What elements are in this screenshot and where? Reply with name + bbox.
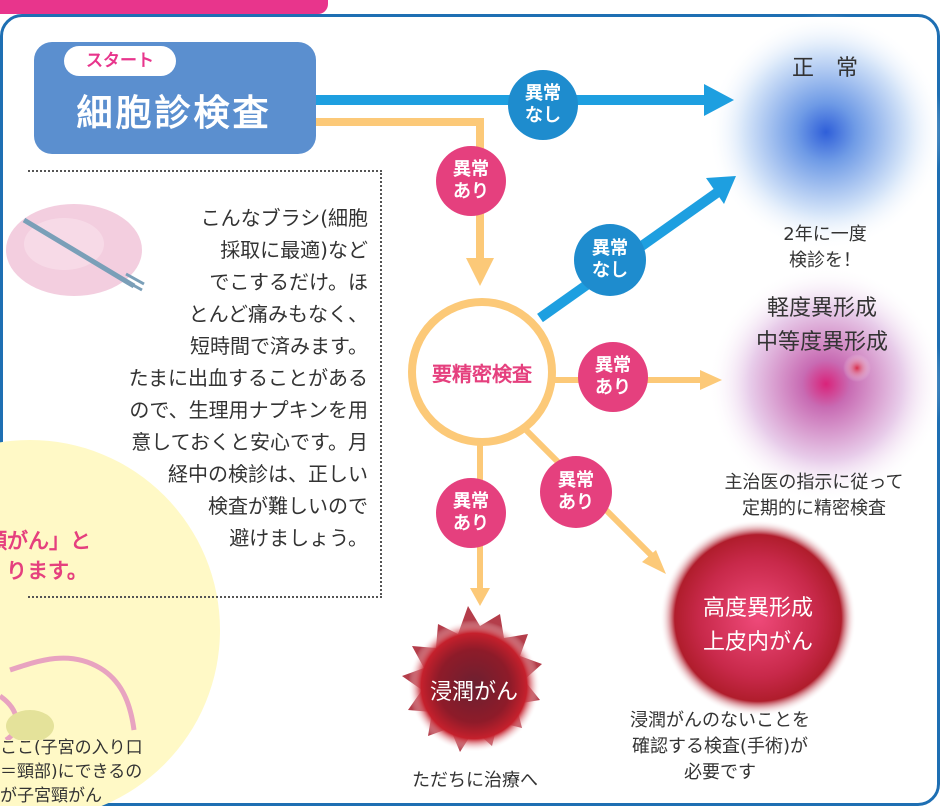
- description-line: 避けましょう。: [229, 526, 368, 550]
- mild-note-line1: 主治医の指示に従って: [724, 472, 904, 493]
- side-panel-heading: 頸がん」と ります。: [0, 526, 91, 586]
- severe-title-line2: 上皮内がん: [702, 630, 813, 655]
- severe-note-line1: 浸潤がんのないことを: [630, 710, 810, 731]
- invasive-note: ただちに治療へ: [412, 770, 538, 791]
- side-panel-caption: ここ(子宮の入り口 ＝頸部)にできるの が子宮頸がん: [0, 736, 143, 806]
- side-panel-line1: 頸がん」と: [0, 529, 91, 553]
- mild-small-spot: [843, 354, 871, 382]
- side-caption-line1: ここ(子宮の入り口: [0, 738, 143, 758]
- normal-title: 正 常: [791, 56, 858, 81]
- mild-note: 主治医の指示に従って 定期的に精密検査: [694, 470, 934, 522]
- description-line: でこするだけ。ほ: [209, 270, 368, 294]
- review-label: 要精密検査: [432, 362, 532, 386]
- description-line: ので、生理用ナプキンを用: [129, 398, 368, 422]
- badge-abnormal-right-down: 異常 あり: [540, 456, 612, 528]
- badge-text: 異常: [453, 159, 489, 180]
- badge-text: なし: [592, 260, 628, 281]
- invasive-glow: [408, 620, 540, 752]
- badge-text: あり: [595, 377, 631, 398]
- badge-text: あり: [558, 492, 594, 513]
- description-box: [28, 170, 382, 598]
- start-badge: スタート: [64, 46, 176, 76]
- uterus-illustration: [0, 655, 137, 740]
- badge-text: 異常: [558, 470, 594, 491]
- mild-title-line2: 中等度異形成: [755, 330, 888, 355]
- description-line: 意しておくと安心です。月: [131, 430, 368, 454]
- side-caption-line2: ＝頸部)にできるの: [0, 762, 143, 782]
- badge-text: なし: [525, 105, 561, 126]
- severe-note: 浸潤がんのないことを 確認する検査(手術)が 必要です: [620, 708, 820, 786]
- start-title: 細胞診検査: [76, 93, 272, 134]
- brush-illustration: [6, 204, 145, 296]
- severe-note-line3: 必要です: [684, 762, 756, 783]
- mild-note-line2: 定期的に精密検査: [742, 498, 886, 519]
- description-line: こんなブラシ(細胞: [200, 206, 368, 230]
- badge-text: 異常: [595, 355, 631, 376]
- description-line: 検査が難しいので: [208, 494, 368, 518]
- description-text: こんなブラシ(細胞 採取に最適)など でこするだけ。ほ とんど痛みもなく、 短時…: [62, 202, 368, 554]
- badge-text: 異常: [525, 83, 561, 104]
- normal-note-line2: 検診を！: [789, 250, 861, 271]
- normal-note-line1: 2年に一度: [783, 224, 867, 245]
- severe-title-line1: 高度異形成: [702, 596, 813, 621]
- badge-no-abnormal-diag: 異常 なし: [574, 224, 646, 296]
- badge-abnormal-left-down: 異常 あり: [436, 478, 506, 548]
- description-line: 採取に最適)など: [220, 238, 368, 262]
- header-tab: [0, 0, 328, 14]
- severe-note-line2: 確認する検査(手術)が: [631, 736, 809, 757]
- severe-glow: [660, 520, 856, 716]
- description-line: とんど痛みもなく、: [188, 302, 368, 326]
- normal-glow: [708, 14, 944, 250]
- badge-no-abnormal-top: 異常 なし: [508, 70, 578, 140]
- description-line: 短時間で済みます。: [190, 334, 368, 358]
- invasive-title: 浸潤がん: [429, 680, 518, 705]
- badge-abnormal-down: 異常 あり: [436, 146, 506, 216]
- badge-text: 異常: [453, 491, 489, 512]
- side-caption-line3: が子宮頸がん: [0, 786, 102, 806]
- severe-title: 高度異形成 上皮内がん: [668, 592, 848, 660]
- badge-abnormal-right: 異常 あり: [578, 342, 648, 412]
- badge-text: あり: [453, 513, 489, 534]
- mild-title: 軽度異形成 中等度異形成: [722, 292, 922, 360]
- badge-text: 異常: [592, 238, 628, 259]
- side-panel-line2: ります。: [6, 559, 88, 583]
- mild-title-line1: 軽度異形成: [766, 296, 877, 321]
- description-line: たまに出血することがある: [128, 366, 368, 390]
- mild-glow: [708, 266, 944, 502]
- badge-text: あり: [453, 181, 489, 202]
- normal-note: 2年に一度 検診を！: [740, 222, 910, 274]
- description-line: 経中の検診は、正しい: [168, 462, 368, 486]
